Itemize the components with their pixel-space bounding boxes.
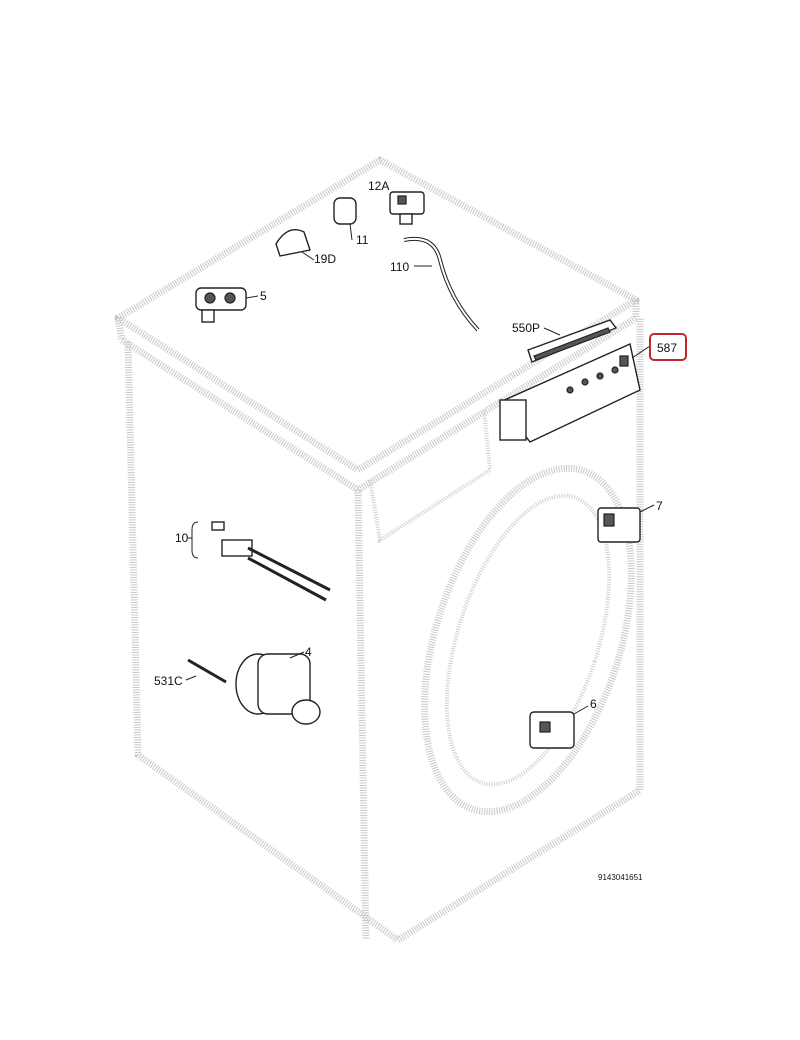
part-6-drain-pump[interactable] (529, 705, 589, 749)
label-12a: 12A (368, 179, 389, 193)
label-5: 5 (260, 289, 267, 303)
part-4-motor[interactable] (235, 651, 321, 725)
label-11: 11 (356, 233, 369, 247)
part-19d-clip[interactable] (275, 229, 315, 261)
part-110-hose[interactable] (403, 237, 480, 332)
part-531c-bolt[interactable] (185, 658, 227, 684)
label-587: 587 (657, 341, 677, 355)
highlight-box-587 (649, 333, 687, 361)
label-7: 7 (656, 499, 663, 513)
part-11-capacitor[interactable] (333, 197, 357, 241)
part-587-electronic-module[interactable] (498, 343, 651, 443)
label-531c: 531C (154, 674, 183, 688)
label-10: 10 (175, 531, 189, 545)
label-550p: 550P (512, 321, 540, 335)
part-550p-display-cover[interactable] (527, 319, 618, 363)
part-10-heating-element[interactable] (188, 521, 331, 602)
label-110: 110 (390, 260, 409, 274)
label-4: 4 (305, 645, 312, 659)
label-6: 6 (590, 697, 597, 711)
part-5-inlet-valve[interactable] (195, 287, 259, 323)
drawing-code: 9143041651 (598, 873, 643, 882)
label-19d: 19D (314, 252, 336, 266)
cabinet-outline (114, 156, 644, 943)
part-12a-pressure-switch[interactable] (389, 191, 425, 225)
part-7-door-lock[interactable] (597, 504, 655, 543)
